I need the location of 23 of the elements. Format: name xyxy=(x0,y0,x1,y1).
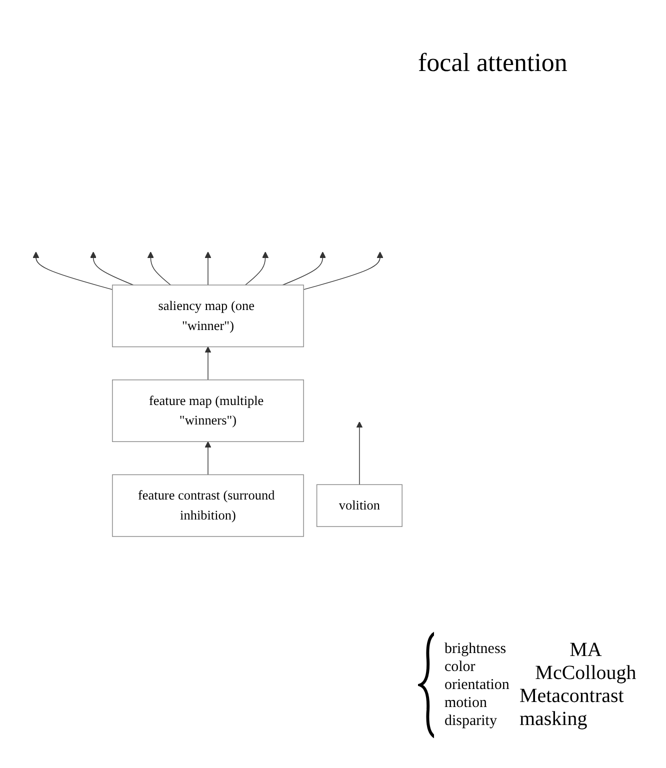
feature-name: orientation xyxy=(444,676,510,694)
effect-name: McCollough xyxy=(535,662,636,685)
arrow xyxy=(90,251,134,286)
node-box: feature map (multiple "winners") xyxy=(112,379,304,442)
feature-name: disparity xyxy=(444,712,498,730)
arrow xyxy=(244,251,269,286)
arrow xyxy=(204,251,212,286)
arrow xyxy=(356,421,363,485)
node-box: saliency map (one "winner") xyxy=(112,284,304,347)
feature-name: color xyxy=(444,658,476,676)
node-box: volition xyxy=(316,484,402,527)
arrow xyxy=(282,251,326,286)
node-box: feature contrast (surround inhibition) xyxy=(112,474,304,537)
effect-name: MA xyxy=(570,639,602,662)
annotation-text: focal attention xyxy=(418,48,568,78)
feature-name: motion xyxy=(444,694,488,712)
arrow xyxy=(32,251,113,290)
arrow xyxy=(303,251,384,290)
feature-name: brightness xyxy=(444,640,508,658)
arrow xyxy=(147,251,172,286)
effect-name: Metacontrast masking xyxy=(519,685,625,731)
arrow xyxy=(204,346,212,380)
arrow xyxy=(204,441,212,475)
